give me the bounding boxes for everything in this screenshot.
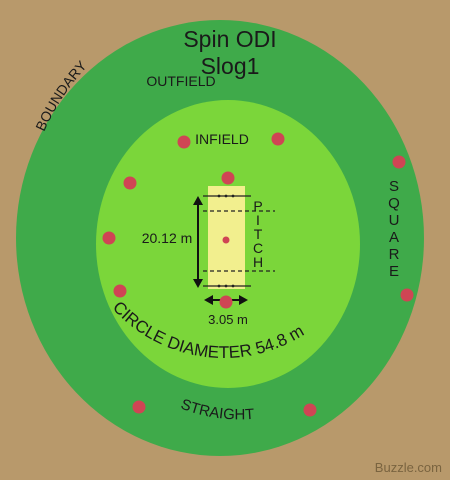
fielder-4	[123, 176, 137, 190]
watermark: Buzzle.com	[375, 460, 442, 475]
fielder-11	[303, 403, 317, 417]
fielder-8	[392, 155, 406, 169]
outfield-label: OUTFIELD	[146, 73, 215, 89]
fielder-2	[271, 132, 285, 146]
fielders-group	[102, 132, 414, 417]
stumps-top	[217, 194, 235, 198]
title-line-1: Spin ODI	[183, 26, 276, 52]
pitch-length-label: 20.12 m	[142, 230, 193, 246]
fielder-7	[219, 295, 233, 309]
fielder-1	[177, 135, 191, 149]
pitch-width-label: 3.05 m	[208, 312, 248, 327]
fielder-6	[113, 284, 127, 298]
fielder-5	[102, 231, 116, 245]
stumps-bottom	[217, 284, 235, 288]
fielder-3	[221, 171, 235, 185]
pitch-center-dot	[222, 236, 230, 244]
pitch-length-arrow	[193, 196, 203, 288]
title-line-2: Slog1	[201, 53, 260, 79]
fielder-9	[400, 288, 414, 302]
infield-label: INFIELD	[195, 131, 249, 147]
fielder-10	[132, 400, 146, 414]
